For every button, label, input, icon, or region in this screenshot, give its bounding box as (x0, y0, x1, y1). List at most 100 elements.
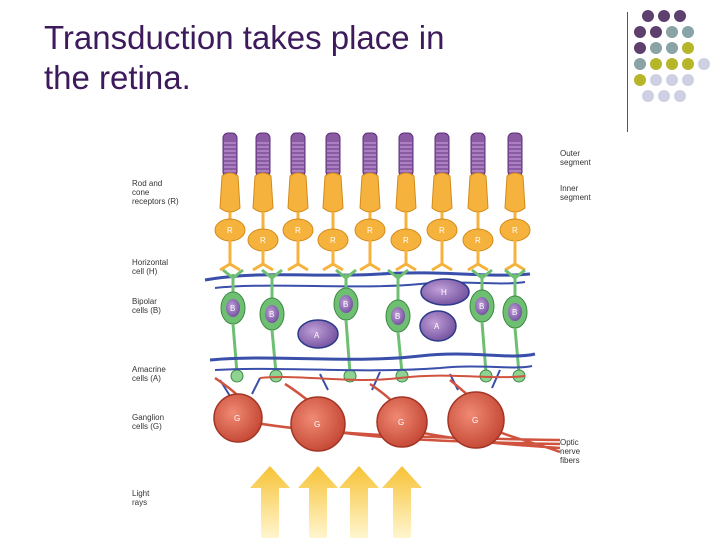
decor-dot (650, 74, 662, 86)
receptor-terminal (395, 250, 417, 272)
decor-dot (698, 58, 710, 70)
light-ray-arrows (250, 466, 422, 538)
decor-dot (674, 90, 686, 102)
bipolar-letter: B (269, 310, 274, 319)
bipolar-cell-nucleus (339, 295, 353, 313)
decor-dot (634, 74, 646, 86)
receptor-letter: R (403, 236, 409, 245)
receptor-terminal (322, 250, 344, 272)
label-optic-line: nerve (560, 447, 581, 456)
label-amacrine-line: Amacrine (132, 365, 166, 374)
receptor-terminal (252, 250, 274, 272)
ganglion-dendrite (214, 376, 479, 409)
label-bipolar: Bipolar cells (B) (132, 297, 161, 315)
receptor-terminal (504, 240, 526, 272)
label-bipolar-line: Bipolar (132, 297, 157, 306)
ganglion-cell-letter: G (398, 418, 404, 427)
label-outer-line: Outer (560, 149, 580, 158)
label-outer-line: segment (560, 158, 591, 167)
receptor-inner-segment (504, 172, 526, 213)
label-ganglion-line: Ganglion (132, 413, 164, 422)
receptor-terminal (467, 250, 489, 272)
bipolar-dendrite (471, 268, 493, 292)
bipolar-terminal (230, 369, 244, 383)
label-ganglion: Ganglion cells (G) (132, 413, 164, 431)
label-optic-nerve: Optic nerve fibers (560, 438, 581, 465)
receptor-letter: R (512, 226, 518, 235)
amacrine-cell-body (297, 319, 339, 349)
amacrine-dendrite (214, 365, 533, 372)
label-rod-cone: Rod and cone receptors (R) (132, 179, 179, 206)
decor-dot (650, 58, 662, 70)
label-optic-line: fibers (560, 456, 580, 465)
title-line-2: the retina. (44, 59, 191, 96)
label-light-line: rays (132, 498, 147, 507)
bipolar-dendrite (222, 268, 244, 294)
receptor-letter: R (330, 236, 336, 245)
light-ray-arrow (339, 466, 379, 538)
bipolar-letter: B (512, 308, 517, 317)
decor-dot (682, 26, 694, 38)
receptor-letter: R (439, 226, 445, 235)
decor-dot (674, 10, 686, 22)
decor-dot (666, 74, 678, 86)
decor-dot (682, 42, 694, 54)
amacrine-cell-body (419, 310, 457, 342)
receptor-inner-segment (395, 172, 417, 213)
bipolar-terminal (269, 369, 283, 383)
receptor-terminal (287, 240, 309, 272)
ganglion-cell-letter: G (234, 414, 240, 423)
label-horizontal-line: cell (H) (132, 267, 158, 276)
receptor-letter: R (260, 236, 266, 245)
label-horizontal-line: Horizontal (132, 258, 168, 267)
receptor-inner-segment (287, 172, 309, 213)
decor-dot (642, 90, 654, 102)
label-outer-segment: Outer segment (560, 149, 591, 167)
ganglion-cell-body (447, 391, 505, 449)
receptor-inner-segment (219, 172, 241, 213)
bipolar-cell-nucleus (508, 303, 522, 321)
bipolar-cell-nucleus (391, 307, 405, 325)
bipolar-axon (231, 323, 239, 374)
bipolar-dendrite (504, 268, 526, 298)
bipolar-letter: B (230, 304, 235, 313)
label-ganglion-line: cells (G) (132, 422, 162, 431)
receptor-inner-segment (359, 172, 381, 213)
receptor-inner-segment (467, 172, 489, 213)
label-amacrine-line: cells (A) (132, 374, 161, 383)
bipolar-dendrite (387, 268, 409, 302)
amacrine-dendrite (219, 369, 501, 397)
ganglion-layer: G G G G (213, 374, 561, 454)
receptor-letter: R (475, 236, 481, 245)
ganglion-cell-body (213, 393, 263, 443)
bipolar-cell-nucleus (226, 299, 240, 317)
decor-dot (634, 58, 646, 70)
receptor-terminal (359, 240, 381, 272)
bipolar-cell-nucleus (475, 297, 489, 315)
bipolar-axon (513, 327, 521, 374)
decor-dot (666, 26, 678, 38)
amacrine-cell-letter: A (434, 322, 440, 331)
decor-dot (666, 42, 678, 54)
label-inner-line: segment (560, 193, 591, 202)
light-ray-arrow (250, 466, 290, 538)
decor-dot (658, 10, 670, 22)
receptor-inner-segment (322, 172, 344, 213)
bipolar-letter: B (479, 302, 484, 311)
decor-dot (650, 26, 662, 38)
bipolar-letter: B (395, 312, 400, 321)
retina-diagram: Rod and cone receptors (R) Horizontal ce… (132, 132, 591, 538)
bipolar-axon (344, 319, 352, 374)
amacrine-layer: A A (209, 310, 536, 397)
receptor-inner-segment (431, 172, 453, 213)
decor-dot (682, 58, 694, 70)
horizontal-cell-dendrite (214, 281, 526, 289)
amacrine-dendrite (209, 352, 536, 362)
decor-dot (666, 58, 678, 70)
title-line-1: Transduction takes place in (44, 19, 445, 56)
receptor-letter: R (227, 226, 233, 235)
horizontal-cell-letter: H (441, 288, 447, 297)
bipolar-axon (480, 321, 488, 374)
